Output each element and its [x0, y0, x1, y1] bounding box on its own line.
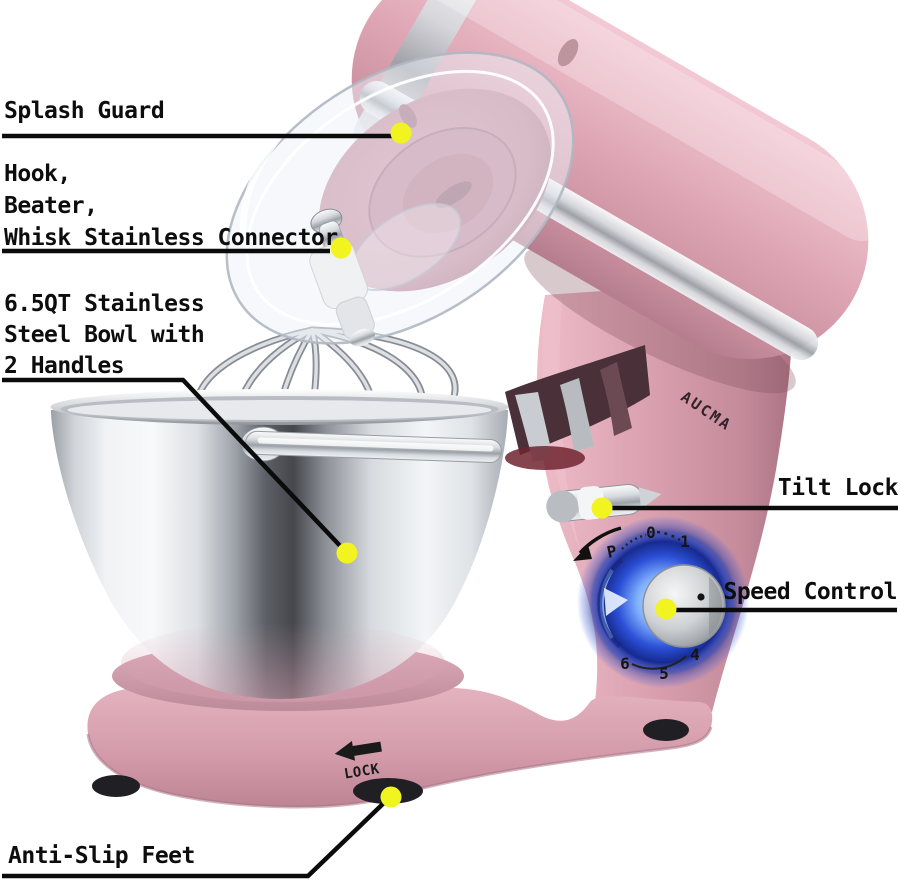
- foot-left: [92, 775, 140, 797]
- dial-mark-p: P: [605, 541, 618, 562]
- marker-bowl: [336, 542, 358, 564]
- head-vent: [557, 39, 579, 67]
- attachments-label: Hook, Beater, Whisk Stainless Connector: [4, 158, 338, 254]
- lock-label: LOCK: [343, 761, 381, 782]
- foot-right: [643, 719, 689, 741]
- splash-guard-label: Splash Guard: [4, 98, 165, 124]
- attachments-label-line3: Whisk Stainless Connector: [4, 225, 338, 251]
- tilt-lock-label: Tilt Lock: [777, 475, 899, 501]
- callout-line-bowl: [2, 377, 347, 553]
- lock-marking: LOCK: [334, 741, 382, 783]
- mixer-base: LOCK: [86, 688, 713, 809]
- dial-mark-0: 0: [646, 523, 656, 542]
- marker-speed: [655, 598, 677, 620]
- bowl-label-line3: 2 Handles: [4, 353, 125, 379]
- dial-mark-6: 6: [620, 654, 630, 673]
- callout-markers: [330, 122, 677, 808]
- bowl-label: 6.5QT Stainless Steel Bowl with 2 Handle…: [4, 289, 205, 382]
- attachments-label-line1: Hook,: [4, 161, 71, 187]
- dial-mark-5: 5: [659, 664, 669, 683]
- dial-mark-4: 4: [690, 645, 700, 664]
- attachment-connector: [309, 208, 376, 347]
- speed-knob: [642, 564, 726, 648]
- bowl-label-line2: Steel Bowl with: [4, 322, 205, 348]
- marker-splash-guard: [390, 122, 412, 144]
- marker-connector: [330, 237, 352, 259]
- rotate-arrow-icon: [573, 526, 622, 561]
- bowl-label-line1: 6.5QT Stainless: [4, 291, 205, 317]
- marker-feet: [380, 786, 402, 808]
- stainless-bowl: [50, 389, 509, 711]
- marker-tilt-lock: [591, 497, 613, 519]
- lock-arrow-icon: [334, 741, 382, 761]
- attachments-label-line2: Beater,: [4, 193, 98, 219]
- anti-slip-feet-label: Anti-Slip Feet: [8, 843, 195, 869]
- callout-lines: [2, 133, 898, 879]
- speed-control-label: Speed Control: [723, 579, 897, 605]
- callout-line-feet: [2, 797, 390, 879]
- dial-mark-1: 1: [680, 532, 690, 551]
- knob-indicator-dot: [697, 593, 705, 601]
- beater-hook-attachments: [505, 345, 650, 470]
